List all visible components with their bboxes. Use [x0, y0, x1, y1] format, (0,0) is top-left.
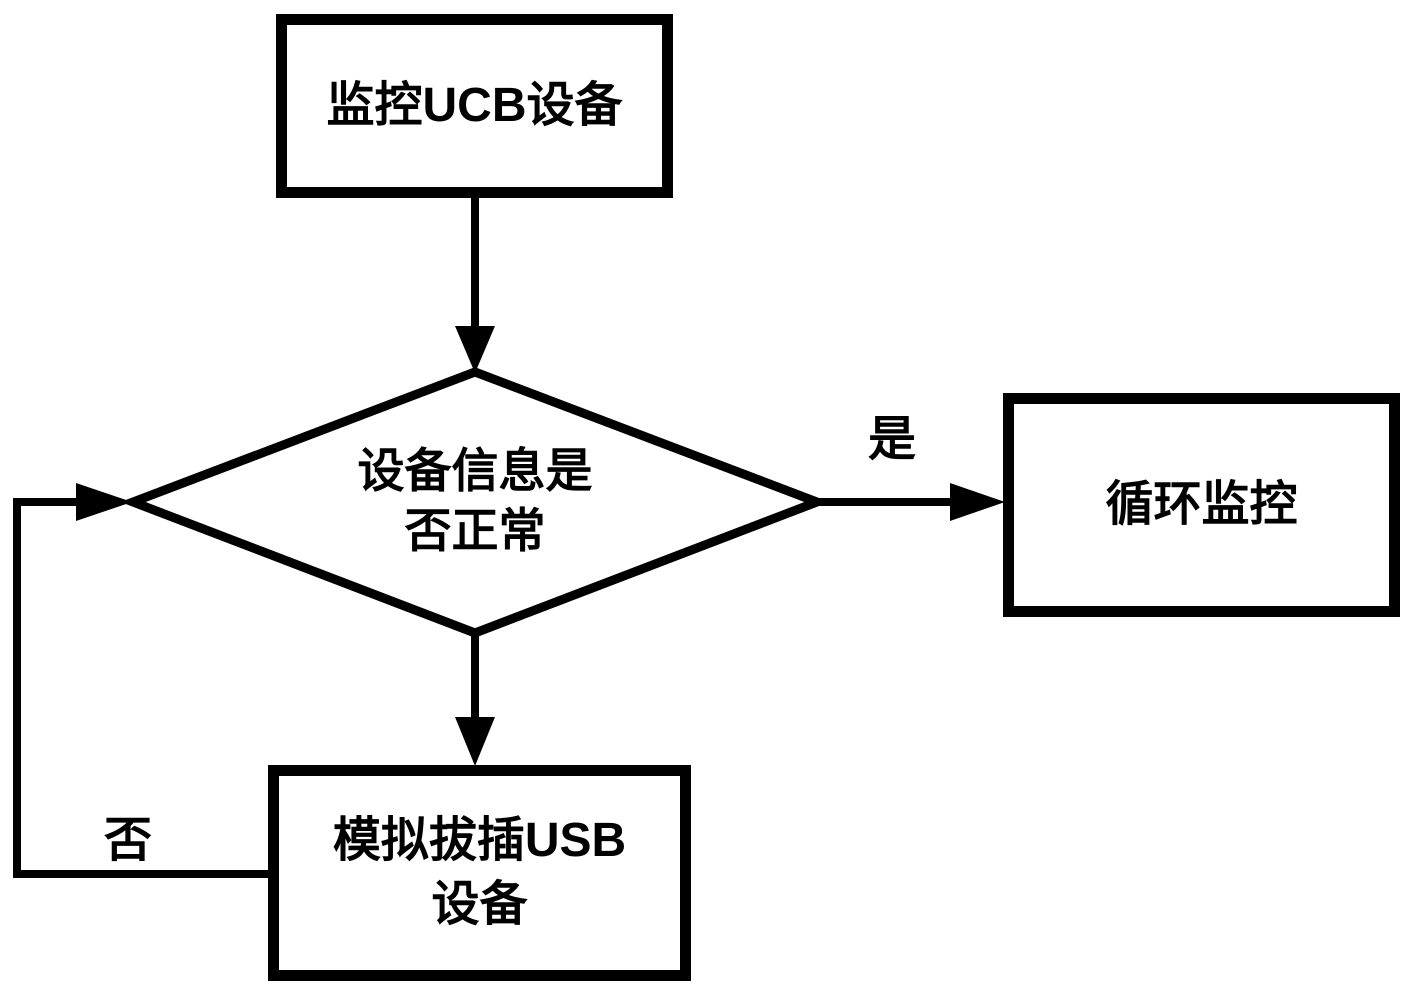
node-decision-label-line2: 否正常	[404, 504, 546, 557]
edge-simulate-to-decision-arrowhead-icon	[76, 483, 132, 521]
node-simulate-usb-label: 模拟拔插USB 设备	[333, 809, 626, 937]
node-simulate-usb-label-line1: 模拟拔插USB	[332, 814, 627, 867]
node-monitor-ucb: 监控UCB设备	[276, 14, 673, 198]
edge-decision-to-simulate-arrowhead-icon	[455, 717, 495, 766]
edge-monitor-to-decision-arrowhead-icon	[455, 326, 495, 373]
edge-simulate-to-decision-line	[13, 498, 270, 878]
edge-label-yes: 是	[868, 413, 917, 466]
node-simulate-usb: 模拟拔插USB 设备	[268, 765, 691, 981]
node-simulate-usb-label-line2: 设备	[431, 878, 528, 931]
edge-decision-to-loop-arrowhead-icon	[950, 483, 1005, 521]
node-loop-monitor: 循环监控	[1003, 393, 1400, 617]
node-loop-monitor-label: 循环监控	[1105, 478, 1298, 531]
node-monitor-ucb-label: 监控UCB设备	[326, 79, 623, 132]
edge-label-no: 否	[104, 814, 153, 867]
node-decision-label-line1: 设备信息是	[357, 444, 593, 497]
node-decision: 设备信息是 否正常	[255, 440, 695, 562]
